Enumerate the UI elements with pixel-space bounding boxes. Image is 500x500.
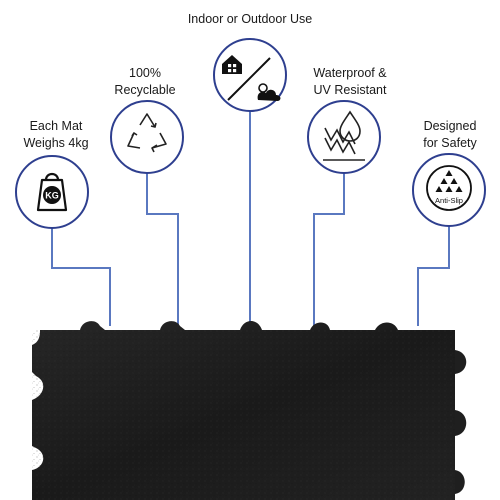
kg-weight-icon: KG: [36, 172, 68, 212]
anti-slip-icon: Anti-Slip: [426, 165, 472, 211]
label-safety: Designed for Safety: [423, 119, 477, 150]
connector-recyclable: [146, 170, 179, 326]
connector-waterproof: [313, 170, 345, 326]
label-weight: Each Mat Weighs 4kg: [23, 119, 89, 150]
circle-recyclable: [110, 100, 184, 174]
recycle-icon: [127, 113, 167, 153]
kg-icon-text: KG: [45, 191, 59, 201]
label-recyclable: 100% Recyclable: [114, 66, 176, 97]
house-sun-icon: [222, 55, 281, 101]
circle-waterproof: [307, 100, 381, 174]
connector-lines: [51, 110, 450, 326]
connector-weight: [51, 210, 111, 326]
circle-indoor-outdoor: [213, 38, 287, 112]
connector-safety: [417, 210, 450, 326]
rubber-mat: [32, 321, 467, 500]
label-waterproof: Waterproof & UV Resistant: [313, 66, 387, 97]
circle-safety: Anti-Slip: [412, 153, 486, 227]
anti-slip-text: Anti-Slip: [435, 196, 463, 205]
label-indoor-outdoor: Indoor or Outdoor Use: [187, 12, 313, 26]
water-drop-icon: [323, 110, 365, 161]
circle-weight: KG: [15, 155, 89, 229]
